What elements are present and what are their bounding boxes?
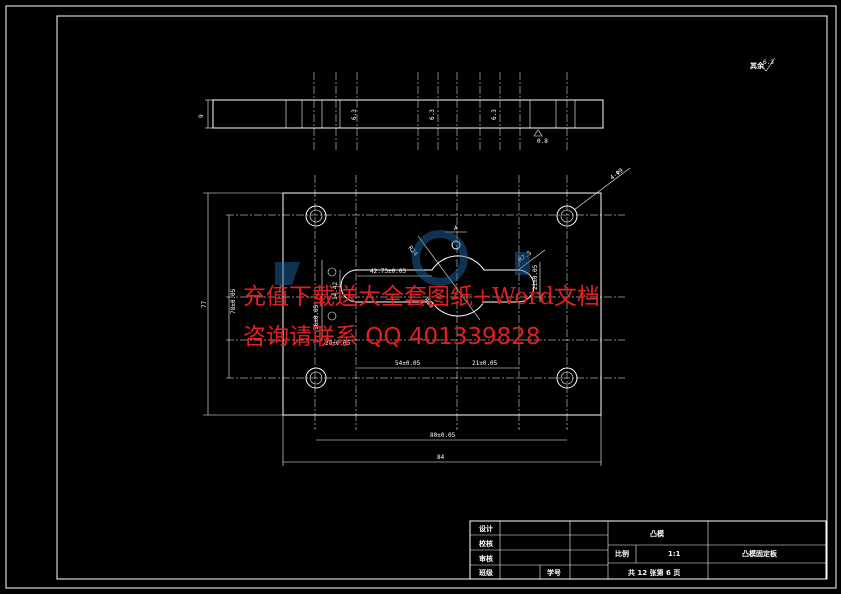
watermark-line2: 咨询请联系 QQ 401339828 (243, 324, 541, 350)
dim-thickness: 9 (198, 114, 205, 118)
dim-slot-len: 42.73±0.05 (370, 268, 407, 275)
dim-top-a: A (454, 225, 458, 232)
roughness-value: 6.3 (763, 59, 774, 66)
tb-drawing-name: 凸模固定板 (742, 549, 778, 558)
section-view: 9 6.3 6.3 6.3 0.8 (198, 72, 604, 150)
dim-side-ra2: 6.3 (429, 109, 436, 120)
dim-side-ra4: 0.8 (537, 138, 548, 145)
hatch-3 (529, 99, 557, 129)
hatch-1 (285, 99, 303, 129)
roughness-note: 其余 (750, 61, 765, 70)
dim-width-total: 84 (437, 454, 445, 461)
hatch-4 (574, 99, 604, 129)
dim-v-left2: 78±0.05 (230, 288, 237, 314)
hatch-2 (321, 99, 341, 129)
dim-bot2: 21±0.05 (472, 360, 498, 367)
tb-design-label: 设计 (479, 524, 493, 533)
dim-bot3: 80±0.05 (430, 432, 456, 439)
watermark-logo (275, 230, 530, 286)
section-outline (212, 99, 604, 129)
dim-side-ra3: 6.3 (491, 109, 498, 120)
outer-sheet-border (5, 5, 837, 589)
punch-slot (340, 255, 535, 317)
hole-bottom-left (305, 367, 327, 389)
dim-left-h1: 14.42 (332, 282, 339, 300)
tb-check-label: 校核 (479, 539, 493, 548)
dim-corner: 4-Φ9 (609, 167, 625, 182)
plan-view: 77 78±0.05 16±0.05 14.42 20±0.05 42.73±0… (201, 167, 631, 466)
tb-review-label: 审核 (479, 554, 493, 563)
dim-left-h2: 20±0.05 (325, 340, 351, 347)
dim-height-total: 77 (201, 300, 208, 308)
hole-top-left (305, 205, 327, 227)
tb-part-name: 凸模 (650, 529, 665, 538)
dim-side-ra1: 6.3 (351, 109, 358, 120)
dim-v-left1: 16±0.05 (313, 304, 320, 330)
tb-class-label: 班级 (479, 568, 494, 577)
tb-sheet-info: 共 12 张第 6 页 (628, 568, 680, 577)
inner-sheet-border (56, 15, 828, 580)
hole-top-right (556, 205, 578, 227)
plate-outline (282, 192, 602, 416)
tb-scale-value: 1:1 (668, 550, 681, 558)
center-pin-hole (451, 240, 461, 250)
tb-student-no-label: 学号 (547, 568, 561, 577)
tb-scale-label: 比例 (615, 549, 629, 558)
dim-right-v: 21±0.05 (532, 264, 539, 290)
watermark-line1: 充值下载送大全套图纸+Word文档 (243, 284, 600, 310)
roughness-symbol (761, 57, 776, 72)
dim-bot1: 54±0.05 (395, 360, 421, 367)
title-block: 设计 校核 审核 班级 学号 凸模 比例 1:1 凸模固定板 共 12 张第 6… (469, 520, 827, 580)
hole-bottom-right (556, 367, 578, 389)
